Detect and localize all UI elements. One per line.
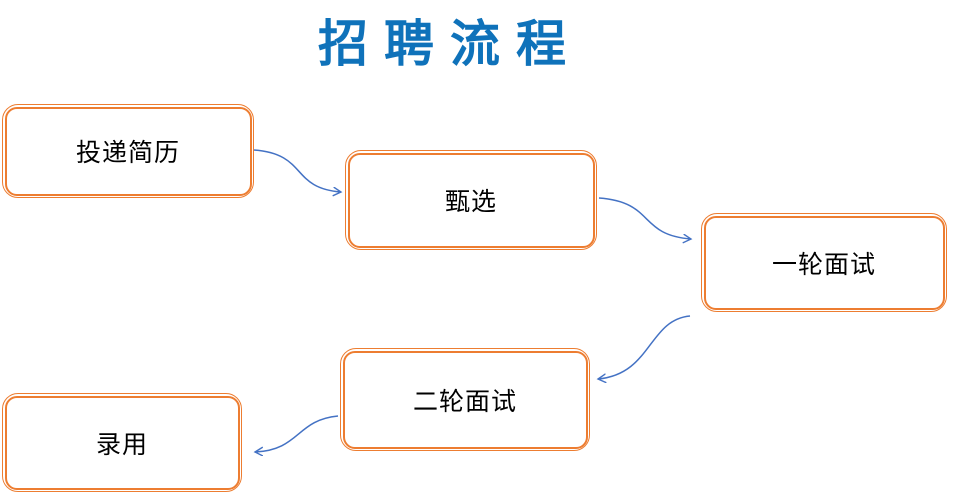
node-label-second-round-interview: 二轮面试 [412, 388, 517, 416]
flow-node-screening-frame: 甄选 [347, 152, 595, 248]
node-label-hired: 录用 [95, 431, 148, 459]
flow-node-first-round-interview-frame: 一轮面试 [703, 215, 945, 310]
connector-submit-resume-to-screening [253, 149, 341, 192]
flow-node-hired-frame: 录用 [4, 395, 240, 490]
flow-node-submit-resume-frame: 投递简历 [4, 106, 252, 196]
node-label-screening: 甄选 [444, 189, 497, 216]
flow-node-submit-resume: 投递简历 [2, 104, 254, 198]
connector-screening-to-first-interview [598, 197, 691, 239]
node-label-submit-resume: 投递简历 [75, 140, 180, 167]
flow-node-hired: 录用 [2, 393, 242, 492]
flow-node-second-round-interview-frame: 二轮面试 [342, 350, 588, 449]
node-label-first-round-interview: 一轮面试 [771, 251, 876, 279]
connector-second-interview-to-hired [255, 415, 339, 452]
connector-first-interview-to-second-interview [598, 315, 691, 379]
flow-node-second-round-interview: 二轮面试 [340, 348, 590, 451]
flow-node-first-round-interview: 一轮面试 [701, 213, 947, 312]
diagram-title: 招聘流程 [318, 15, 582, 73]
flow-node-screening: 甄选 [345, 150, 597, 250]
